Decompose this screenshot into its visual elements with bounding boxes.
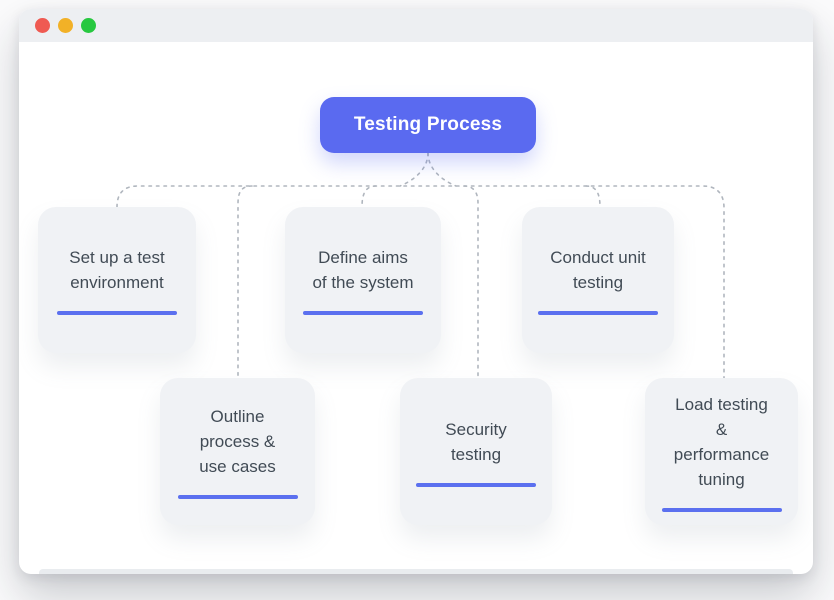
connector-root-fork-right [427,152,457,187]
node-label-line: Security [445,419,507,439]
node-label-line: Set up a test [69,248,165,267]
node-security-testing[interactable]: Security testing [400,378,552,525]
node-label-line: tuning [698,469,745,489]
node-label-line: Outline [210,407,265,426]
node-label-line: testing [572,273,624,292]
node-label-line: Conduct unit [550,248,646,267]
node-outline-process-use-cases[interactable]: Outline process & use cases [160,378,315,525]
maximize-button[interactable] [81,18,96,33]
node-underline [416,482,536,487]
node-label-line: testing [450,444,502,464]
connector-rail [116,185,725,379]
node-label: Conduct unit testing [550,245,645,295]
connector-drop-outline [237,185,253,379]
node-set-up-test-environment[interactable]: Set up a test environment [38,207,196,353]
node-label: Security testing [445,417,506,467]
node-label: Set up a test environment [69,245,164,295]
node-label-line: use cases [199,457,276,476]
node-label-line: Load testing [675,394,768,414]
node-label-line: performance [673,444,770,464]
node-label-line: of the system [312,273,414,292]
app-window: Testing Process Set up a test environmen… [19,9,813,574]
titlebar [19,9,813,42]
node-underline [661,507,782,512]
node-label: Load testing & performance tuning [674,392,769,492]
connector-lines [116,152,725,379]
node-label-line: & [715,419,728,439]
minimize-button[interactable] [58,18,73,33]
node-define-aims[interactable]: Define aims of the system [285,207,441,353]
root-node-testing-process[interactable]: Testing Process [320,97,536,153]
node-load-testing-performance-tuning[interactable]: Load testing & performance tuning [645,378,798,525]
node-label-line: Define aims [318,248,408,267]
connector-drop-conduct [585,185,601,208]
node-underline [538,311,658,315]
connector-drop-security [463,185,479,379]
node-underline [57,311,177,315]
connector-drop-define [361,185,377,208]
root-node-label: Testing Process [353,114,503,135]
node-label-line: environment [70,273,164,292]
connector-root-fork-left [399,152,429,187]
node-underline [177,495,298,499]
footer-strip [39,569,793,574]
node-underline [303,311,423,315]
node-label: Outline process & use cases [199,404,276,479]
node-label-line: process & [199,432,276,451]
node-conduct-unit-testing[interactable]: Conduct unit testing [522,207,674,353]
close-button[interactable] [35,18,50,33]
node-label: Define aims of the system [312,245,413,295]
